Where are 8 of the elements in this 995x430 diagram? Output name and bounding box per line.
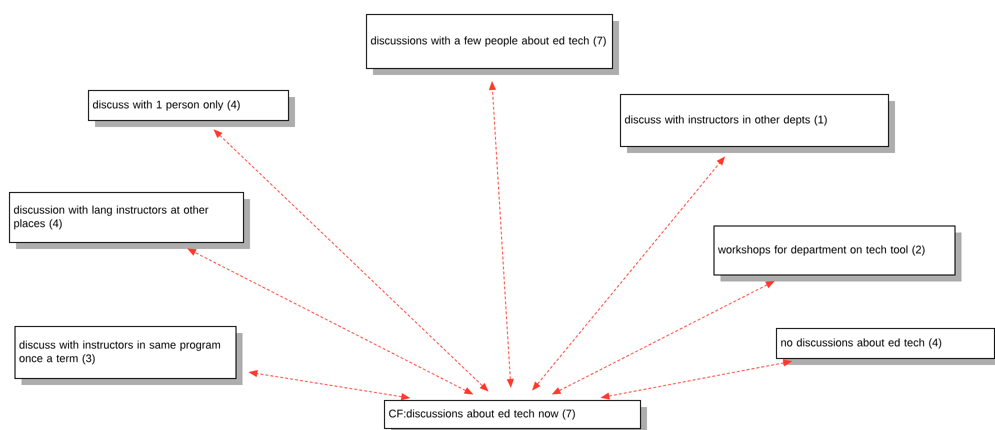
text-box: discussions with a few people about ed tech (7) [366,14,619,75]
text-box: CF:discussions about ed tech now (7) [384,400,647,430]
text-box: workshops for department on tech tool (2) [714,226,962,282]
text-box: discussion with lang instructors at other places (4) [9,192,250,249]
text-box: discuss with instructors in same program once a term (3) [14,326,242,385]
text-box: no discussions about ed tech (4) [776,328,995,365]
text-box: discuss with instructors in other depts (1) [620,94,895,153]
text-box: discuss with 1 person only (4) [88,90,295,127]
